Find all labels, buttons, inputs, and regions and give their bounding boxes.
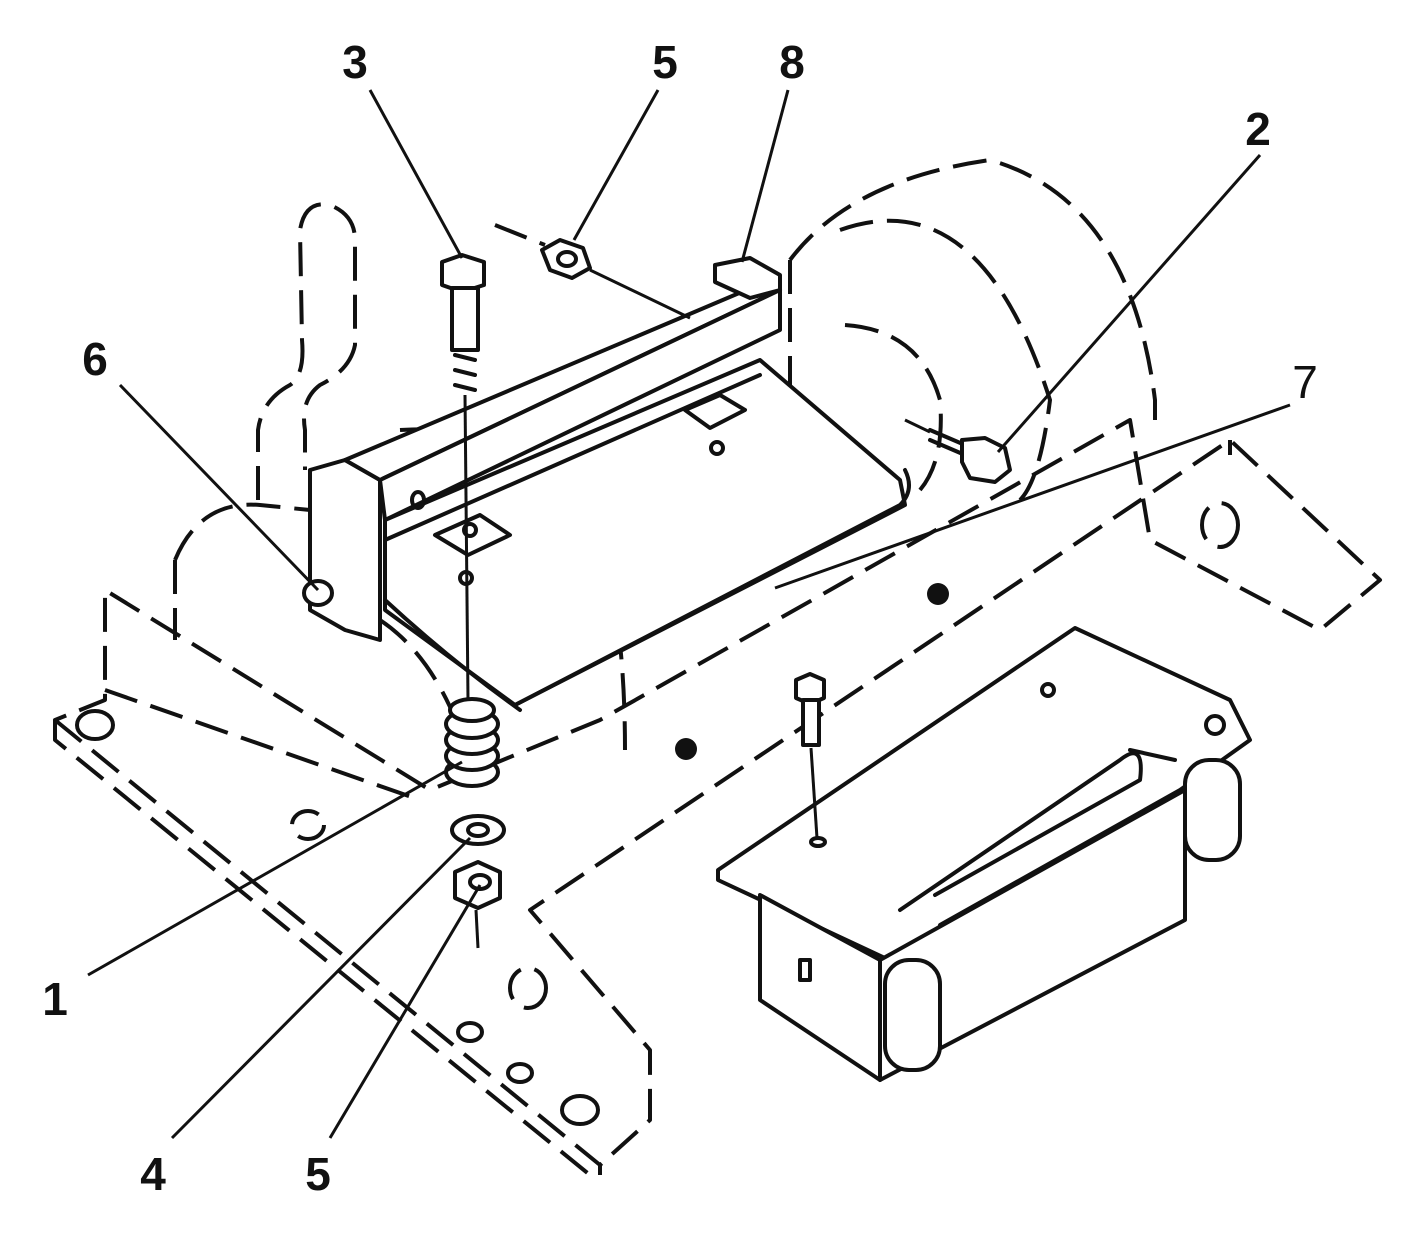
callout-3: 3 [342,36,368,88]
base-hole-1 [75,709,115,741]
callout-6: 6 [82,333,108,385]
leader-5-lower [328,884,482,1139]
leader-8 [740,89,790,263]
part-6-pin [302,579,334,607]
base-hole-4 [456,1021,484,1043]
leader-2 [996,154,1262,453]
roller-fairlead [716,626,1252,1082]
base-hole-6 [560,1094,600,1126]
base-hole-7 [1200,501,1240,549]
mounting-dot-2 [675,738,697,760]
mounting-base-plate [53,418,1382,1177]
base-hole-2 [290,809,326,841]
clutch-handle [256,202,357,500]
callout-4: 4 [140,1148,166,1200]
base-hole-5 [506,1062,534,1084]
leader-7 [774,403,1291,590]
callout-7: 7 [1292,356,1318,408]
callout-leaders [87,89,1291,1140]
mounting-dot-1 [927,583,949,605]
part-5-lower-nut [453,860,502,949]
callout-labels: 3 5 8 2 6 7 1 4 5 [42,36,1318,1200]
part-4-washer [450,814,506,846]
leader-1 [87,760,463,977]
leader-3 [368,89,464,259]
part-2-bolt [904,418,1012,484]
callout-1: 1 [42,973,68,1025]
part-5-upper-nut [494,223,691,320]
callout-5-lower: 5 [305,1148,331,1200]
callout-2: 2 [1245,103,1271,155]
part-1-spring [444,697,500,788]
leader-4 [170,836,472,1140]
callout-8: 8 [779,36,805,88]
base-hole-3 [508,966,548,1010]
tension-bar-assembly [308,256,911,712]
leader-6 [118,383,320,592]
callout-5-upper: 5 [652,36,678,88]
leader-5-upper [572,89,660,241]
